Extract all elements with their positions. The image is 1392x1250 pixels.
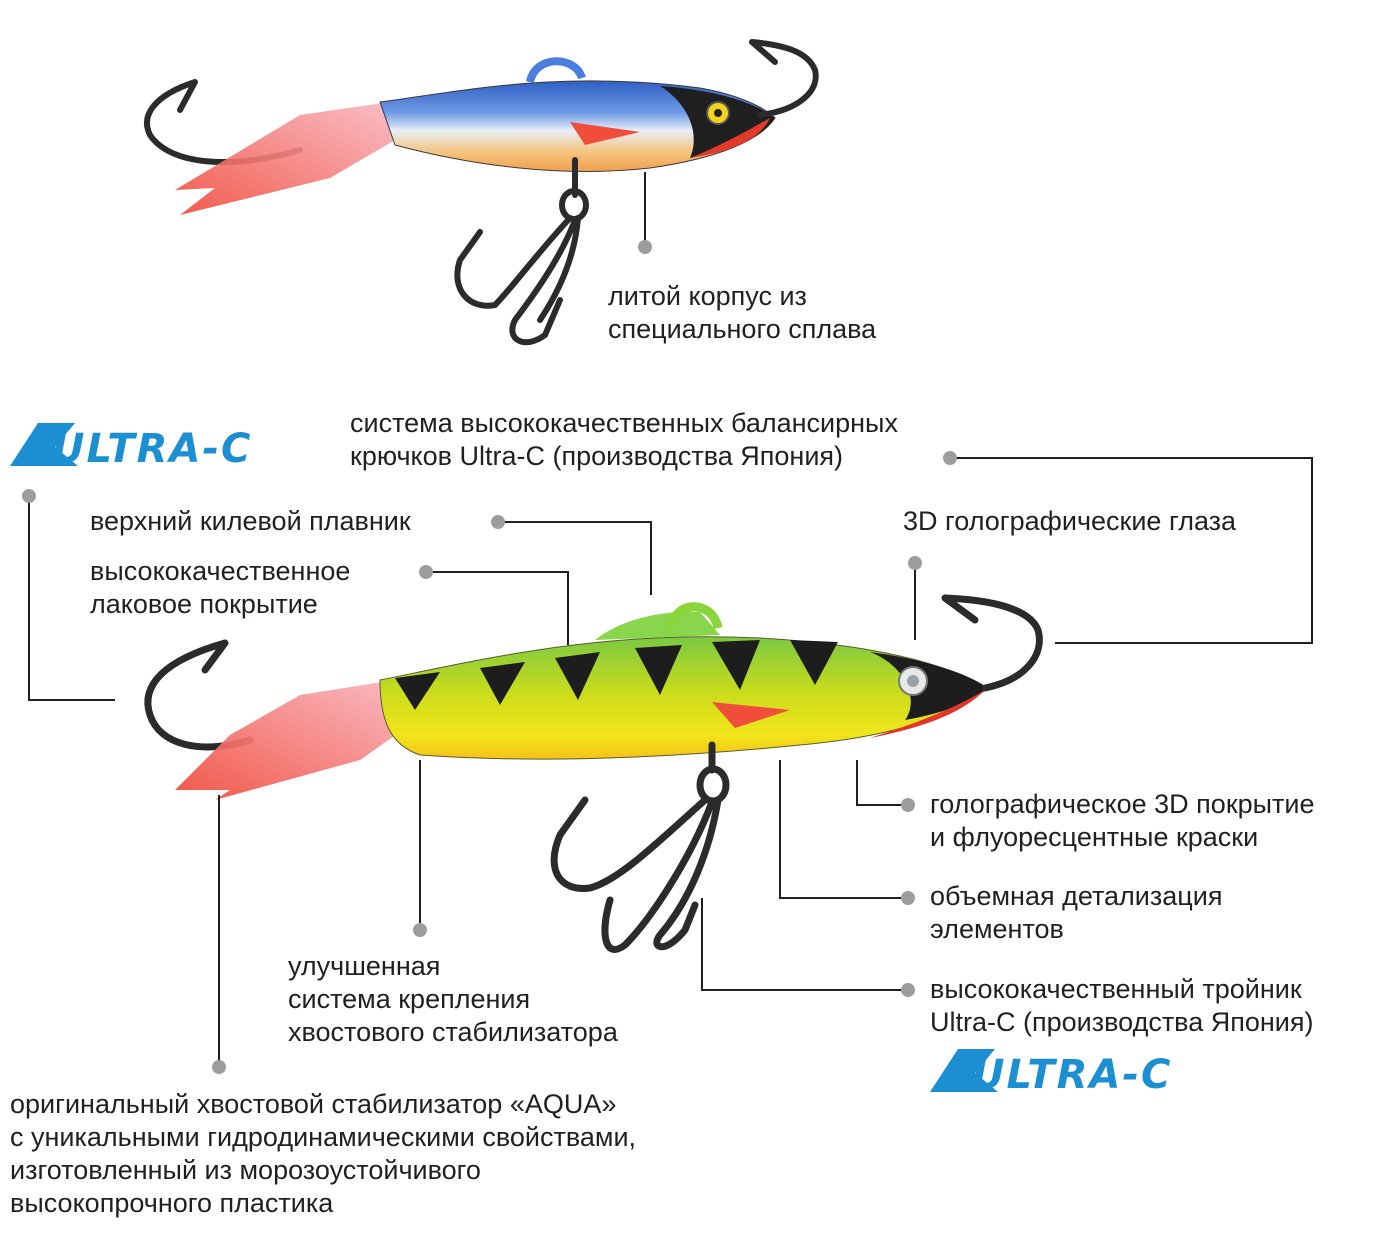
label-cast-body: литой корпус из специального сплава: [608, 281, 877, 344]
leader-ultra-logo: [28, 496, 115, 701]
dot-holo: [901, 798, 915, 812]
top-tail: [175, 102, 395, 215]
bottom-lure: [144, 594, 1043, 953]
bottom-lure-head: [870, 652, 988, 720]
bottom-lure-stripes: [395, 640, 838, 710]
dot-detailing: [901, 891, 915, 905]
label-treble-hook: высококачественный тройник Ultra-C (прои…: [930, 974, 1314, 1037]
bottom-treble-hook-icon: [550, 741, 730, 953]
dot-ultra-logo: [22, 489, 36, 503]
dot-cast-body: [638, 240, 652, 254]
label-aqua-tail: оригинальный хвостовой стабилизатор «AQU…: [10, 1089, 637, 1218]
dot-aqua-tail: [212, 1060, 226, 1074]
dot-eyes: [908, 556, 922, 570]
label-lacquer: высококачественное лаковое покрытие: [90, 556, 351, 619]
label-holo-coating: голографическое 3D покрытие и флуоресцен…: [930, 789, 1315, 852]
leader-dots: [22, 240, 957, 1074]
label-hook-system: система высококачественных балансирных к…: [350, 408, 898, 471]
bottom-lure-body: [379, 636, 986, 760]
bottom-front-hook-icon: [941, 594, 1043, 692]
ultra-c-swoosh-icon: [10, 423, 78, 466]
ultra-c-logo-top: ULTRA-C: [10, 423, 252, 472]
label-eyes-3d: 3D голографические глаза: [903, 506, 1237, 536]
leader-treble: [701, 898, 908, 991]
leader-lines: [28, 172, 1313, 1065]
top-front-hook-icon: [749, 39, 819, 118]
leader-keel-fin: [498, 521, 652, 595]
dot-keel-fin: [491, 515, 505, 529]
svg-text:ULTRA-C: ULTRA-C: [972, 1052, 1172, 1098]
leader-lacquer: [426, 571, 569, 645]
label-tail-mount: улучшенная система крепления хвостового …: [288, 951, 618, 1047]
dot-lacquer: [419, 565, 433, 579]
keel-fin: [595, 611, 720, 640]
dot-hook-system: [943, 451, 957, 465]
dot-tail-mount: [413, 923, 427, 937]
top-line-loop-icon: [526, 57, 586, 84]
bottom-tail: [175, 680, 410, 800]
bottom-rear-hook-icon: [144, 639, 254, 751]
label-keel-fin: верхний килевой плавник: [90, 506, 411, 536]
top-lure: [144, 39, 819, 346]
leader-holo: [856, 760, 908, 806]
svg-text:ULTRA-C: ULTRA-C: [52, 426, 252, 472]
dot-treble: [901, 983, 915, 997]
label-detailing: объемная детализация элементов: [930, 881, 1223, 944]
ultra-c-logo-bottom: ULTRA-C: [930, 1049, 1172, 1098]
leader-detailing: [779, 760, 908, 899]
ultra-c-swoosh-icon: [930, 1049, 998, 1092]
leader-hook-system: [952, 457, 1313, 644]
bottom-line-loop-icon: [665, 602, 723, 633]
top-treble-hook-icon: [454, 157, 589, 346]
